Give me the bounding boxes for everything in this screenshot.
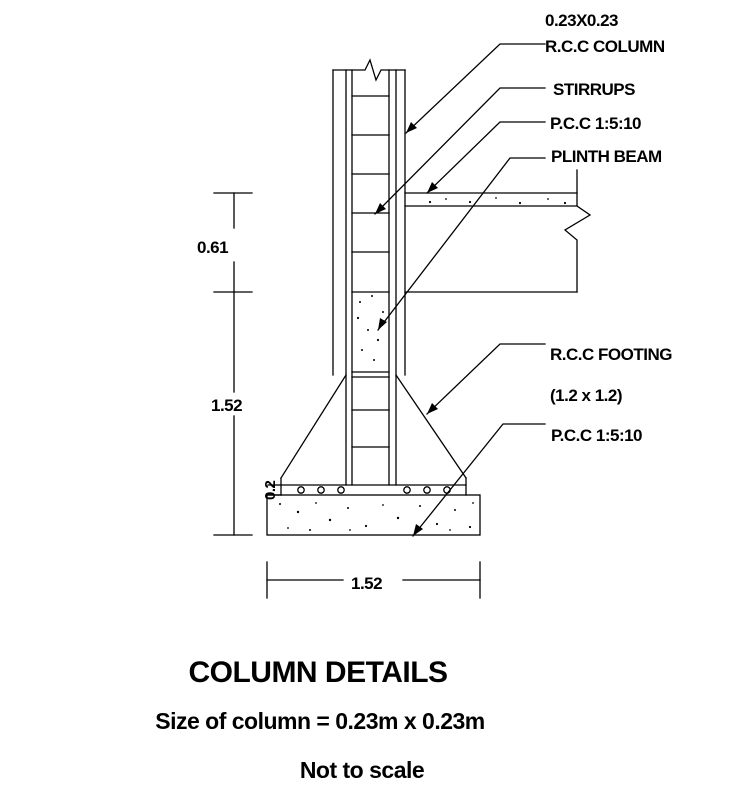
column-size-label: 0.23X0.23 [545,11,618,30]
vertical-dimension [213,192,282,536]
drawing-title: COLUMN DETAILS [188,656,448,689]
upper-height-dimension: 0.61 [197,238,228,257]
rcc-footing-label: R.C.C FOOTING [550,345,672,364]
pcc-base [266,494,481,536]
pcc-top-label: P.C.C 1:5:10 [550,114,641,133]
leader-lines [374,43,546,537]
base-width-dimension: 1.52 [351,574,382,593]
pcc-bottom-label: P.C.C 1:5:10 [551,426,642,445]
plinth-beam-label: PLINTH BEAM [551,147,662,166]
lower-height-dimension: 1.52 [211,396,242,415]
rcc-footing-outline [280,374,467,496]
footing-bars [297,486,451,494]
concrete-hatch [279,197,567,531]
rcc-column-label: R.C.C COLUMN [545,37,665,56]
leader-arrowheads [375,122,438,536]
column-size-caption: Size of column = 0.23m x 0.23m [155,708,485,734]
scale-note: Not to scale [299,757,425,783]
stirrups-label: STIRRUPS [553,80,635,99]
plinth-beam-outline [351,169,592,293]
horizontal-dimension [266,561,481,599]
column-outline [332,58,406,486]
stirrups [351,95,390,448]
footing-edge-dimension: 0.2 [262,480,279,500]
footing-size-label: (1.2 x 1.2) [550,386,622,405]
